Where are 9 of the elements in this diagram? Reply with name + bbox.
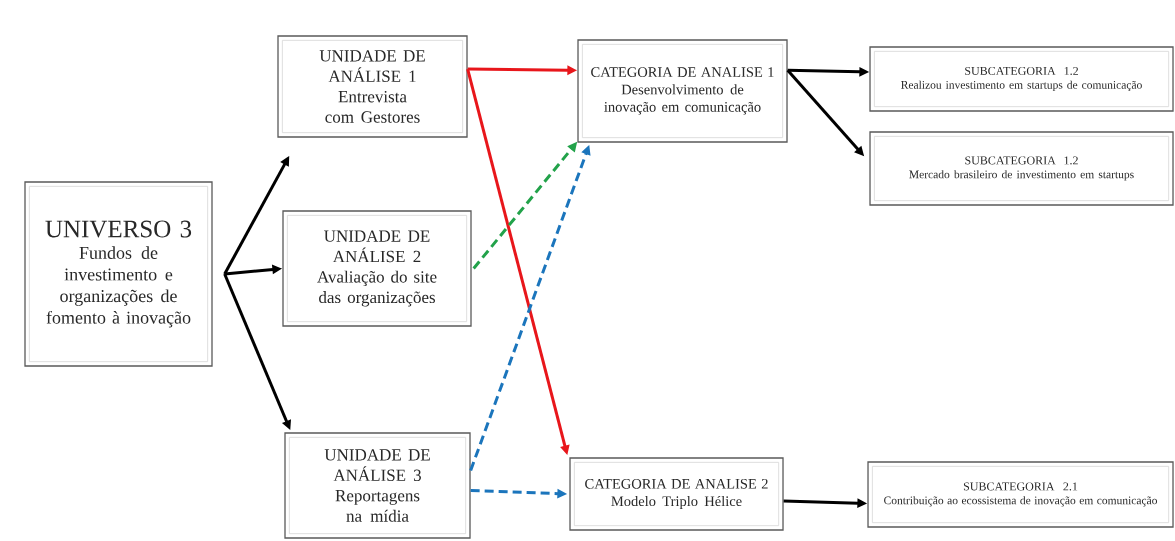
text-box: SUBCATEGORIA 1.2 Realizou investimento em startups de comunicação [869,46,1174,112]
text-box: UNIDADE DE ANÁLISE 2 Avaliação do site das organizações [282,210,472,327]
text-box: CATEGORIA DE ANALISE 2 Modelo Triplo Hélice [569,457,784,531]
text-box: SUBCATEGORIA 2.1 Contribuição ao ecossistema de inovação em comunicação [867,461,1174,528]
text-box: UNIDADE DE ANÁLISE 3 Reportagens na mídia [284,432,471,539]
text-box: CATEGORIA DE ANALISE 1 Desenvolvimento de inovação em comunicação [577,39,788,143]
text-box: UNIDADE DE ANÁLISE 1 Entrevista com Gestores [277,35,468,138]
text-box: UNIVERSO 3 Fundos de investimento e organizações de fomento à inovação [24,181,213,367]
text-box: SUBCATEGORIA 1.2 Mercado brasileiro de investimento em startups [869,131,1174,206]
